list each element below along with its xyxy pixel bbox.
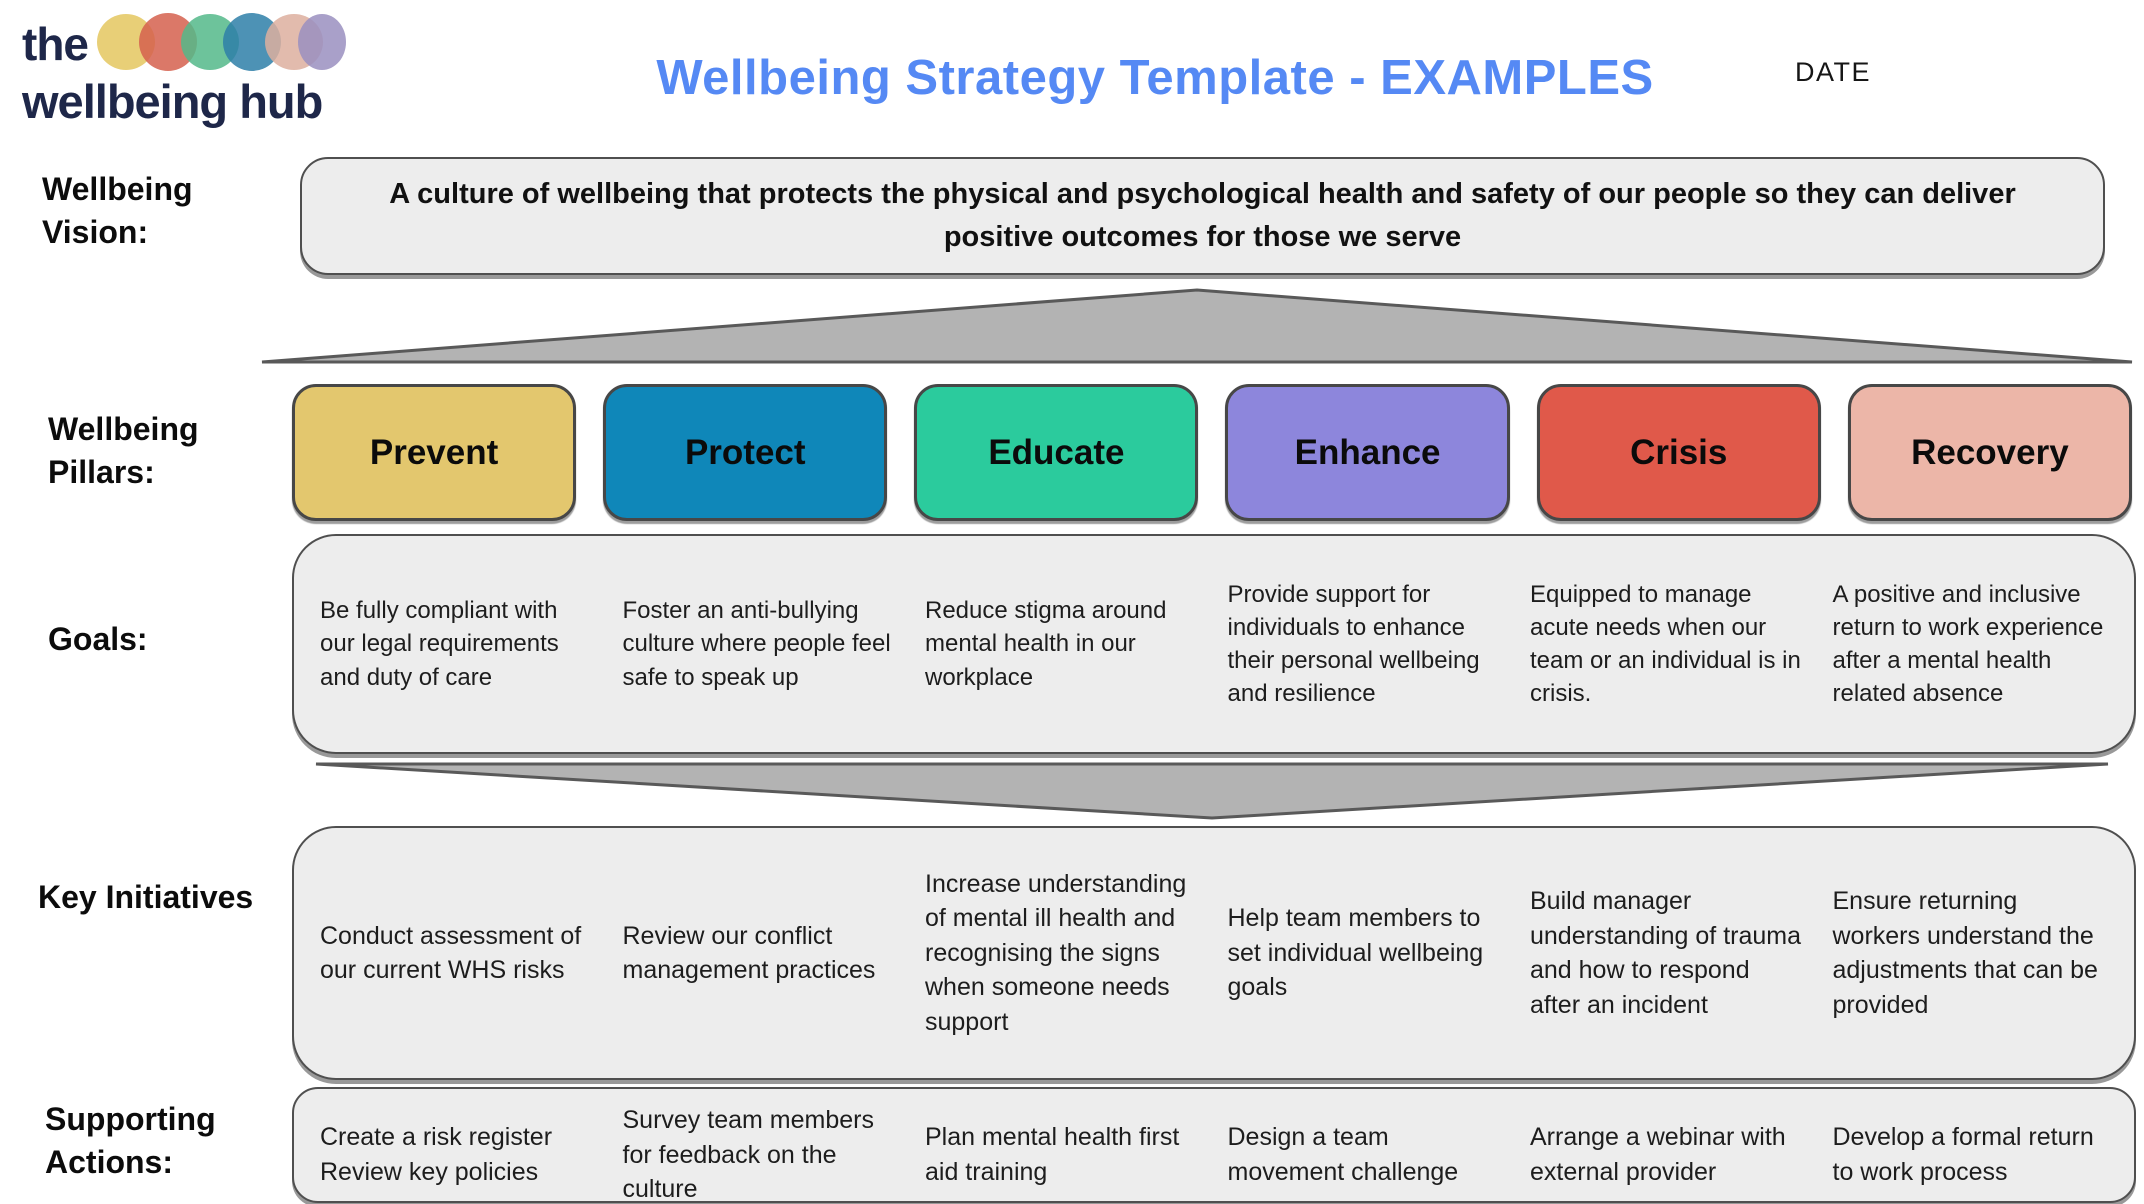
initiatives-box: Conduct assessment of our current WHS ri… — [292, 826, 2136, 1080]
action-crisis: Arrange a webinar with external provider — [1530, 1123, 1786, 1186]
wellbeing-hub-logo: the wellbeing hub — [22, 12, 382, 125]
initiative-educate: Increase understanding of mental ill hea… — [925, 869, 1187, 1036]
vision-statement-box: A culture of wellbeing that protects the… — [300, 157, 2105, 275]
pillar-recovery: Recovery — [1847, 384, 2132, 521]
logo-word-wellbeing-hub: wellbeing hub — [22, 75, 323, 128]
action-prevent: Create a risk register Review key polici… — [320, 1123, 553, 1186]
goal-recovery: A positive and inclusive return to work … — [1832, 580, 2104, 708]
actions-box: Create a risk register Review key polici… — [292, 1087, 2136, 1203]
pillars-row-label: Wellbeing Pillars: — [48, 411, 199, 491]
initiative-recovery: Ensure returning workers understand the … — [1832, 887, 2098, 1019]
pillars-row: Prevent Protect Educate Enhance Crisis R… — [292, 384, 2132, 521]
logo-blobs-icon — [97, 13, 346, 71]
vision-row-label: Wellbeing Vision: — [42, 171, 193, 251]
goal-educate: Reduce stigma around mental health in ou… — [925, 597, 1167, 691]
goal-crisis: Equipped to manage acute needs when our … — [1530, 580, 1801, 708]
page-title: Wellbeing Strategy Template - EXAMPLES — [656, 51, 1654, 105]
goals-row-label: Goals: — [48, 621, 148, 657]
actions-row-label: Supporting Actions: — [45, 1101, 216, 1181]
pillar-enhance: Enhance — [1225, 384, 1510, 521]
action-protect: Survey team members for feedback on the … — [622, 1106, 874, 1203]
initiative-protect: Review our conflict management practices — [622, 921, 876, 985]
pillar-crisis: Crisis — [1536, 384, 1821, 521]
initiative-enhance: Help team members to set individual well… — [1227, 904, 1484, 1002]
pillar-protect: Protect — [603, 384, 888, 521]
logo-word-the: the — [22, 18, 89, 70]
initiative-prevent: Conduct assessment of our current WHS ri… — [320, 921, 582, 985]
action-enhance: Design a team movement challenge — [1227, 1123, 1459, 1186]
goal-protect: Foster an anti-bullying culture where pe… — [622, 597, 891, 691]
pillar-prevent-label: Prevent — [369, 432, 499, 472]
date-label: DATE — [1795, 57, 1872, 87]
pillar-crisis-label: Crisis — [1630, 432, 1728, 472]
pillar-recovery-label: Recovery — [1911, 432, 2069, 472]
initiative-crisis: Build manager understanding of trauma an… — [1530, 887, 1802, 1019]
goal-enhance: Provide support for individuals to enhan… — [1227, 580, 1480, 708]
initiatives-row-label: Key Initiatives — [38, 879, 254, 915]
pillar-protect-label: Protect — [684, 432, 806, 472]
pillar-educate: Educate — [914, 384, 1199, 521]
goals-to-initiatives-arrow — [315, 762, 2109, 820]
action-educate: Plan mental health first aid training — [925, 1123, 1180, 1186]
pillar-educate-label: Educate — [988, 432, 1125, 472]
goal-prevent: Be fully compliant with our legal requir… — [320, 597, 559, 691]
pillar-enhance-label: Enhance — [1294, 432, 1441, 472]
vision-to-pillars-arrow — [261, 288, 2133, 364]
pillar-prevent: Prevent — [292, 384, 577, 521]
goals-box: Be fully compliant with our legal requir… — [292, 534, 2136, 754]
action-recovery: Develop a formal return to work process — [1832, 1123, 2094, 1186]
